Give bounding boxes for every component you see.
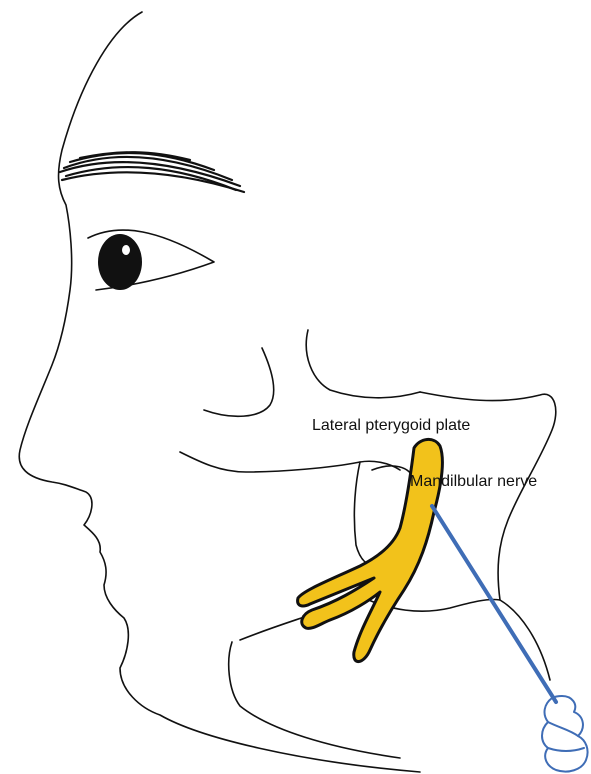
mandible-contour [240, 598, 550, 680]
needle [432, 506, 556, 702]
lateral-pterygoid-plate-label: Lateral pterygoid plate [312, 417, 470, 434]
mandible-lower-contour [229, 642, 400, 758]
cheek-contour [204, 348, 274, 416]
syringe-icon [542, 696, 588, 772]
eye-icon [88, 230, 214, 290]
eyebrow [60, 152, 244, 192]
maxilla-contour [180, 452, 400, 472]
mandibular-nerve-label: Mandilbular nerve [410, 473, 537, 490]
zygomatic-contour [306, 330, 420, 398]
lateral-pterygoid-plate-outline [372, 466, 414, 480]
